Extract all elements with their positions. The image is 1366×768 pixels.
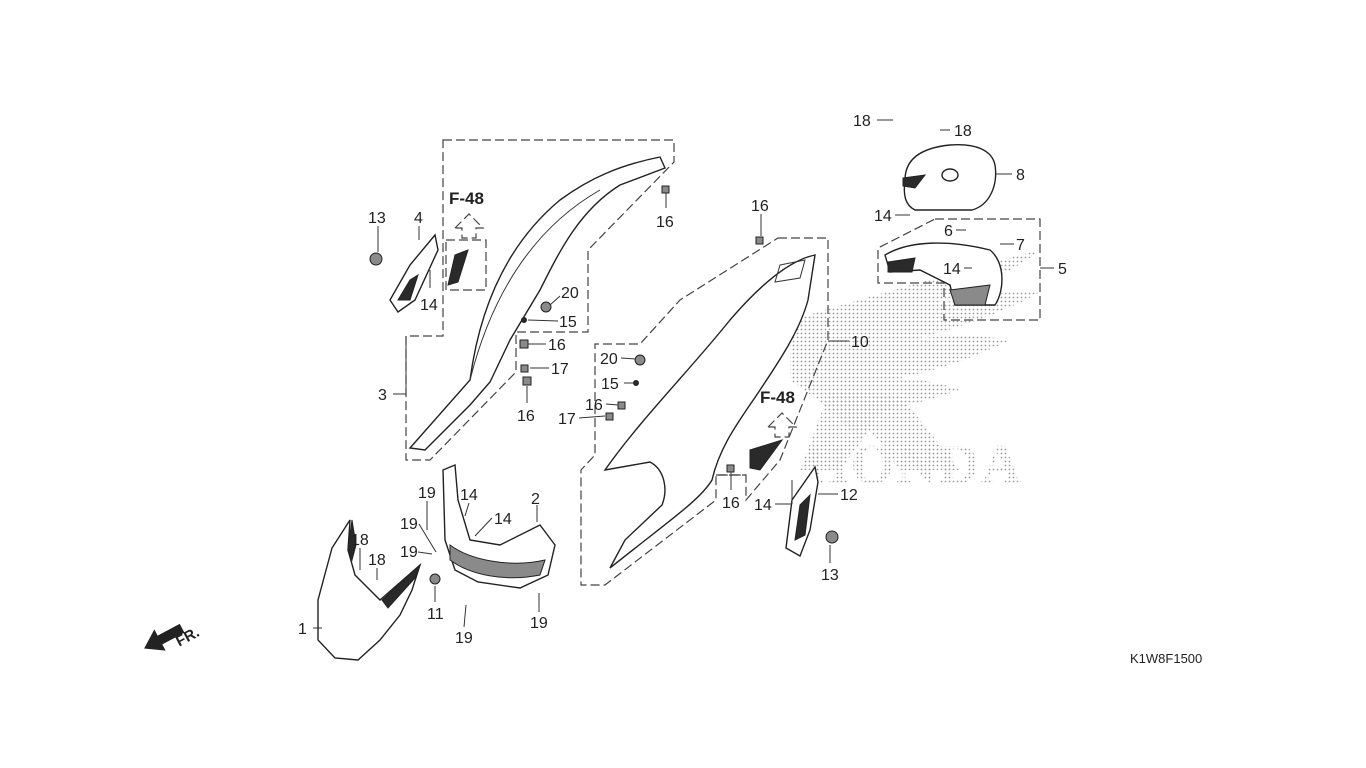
callout-19: 19 bbox=[400, 516, 418, 533]
callout-16: 16 bbox=[751, 198, 769, 215]
bolt-13-left bbox=[369, 252, 383, 266]
assembly-box-5 bbox=[877, 218, 1041, 321]
nut-16-e bbox=[617, 401, 626, 410]
callout-19: 19 bbox=[400, 544, 418, 561]
callout-2: 2 bbox=[531, 491, 540, 508]
callout-14: 14 bbox=[494, 511, 512, 528]
callout-6: 6 bbox=[944, 223, 953, 240]
callout-17: 17 bbox=[558, 411, 576, 428]
assembly-box-10 bbox=[580, 237, 829, 586]
part-3-left-side-cover bbox=[408, 156, 666, 451]
leader-lines bbox=[313, 119, 1054, 629]
clip-20-left bbox=[540, 301, 552, 313]
callout-5: 5 bbox=[1058, 261, 1067, 278]
callout-16: 16 bbox=[722, 495, 740, 512]
screw-15-a bbox=[521, 317, 527, 323]
washer-11 bbox=[429, 573, 441, 585]
callout-20: 20 bbox=[600, 351, 618, 368]
part-12-trim-insert bbox=[794, 493, 811, 541]
ref-tag-right: F-48 bbox=[760, 388, 795, 407]
callout-18: 18 bbox=[351, 532, 369, 549]
callout-20: 20 bbox=[561, 285, 579, 302]
callout-15: 15 bbox=[601, 376, 619, 393]
diagram-reference-code: K1W8F1500 bbox=[1130, 651, 1202, 666]
callout-19: 19 bbox=[530, 615, 548, 632]
callout-13: 13 bbox=[821, 567, 839, 584]
nut-16-a bbox=[519, 339, 529, 349]
part-1-front-lower-cover bbox=[317, 519, 422, 661]
honda-watermark-text: HONDA bbox=[805, 434, 1023, 496]
part-2-front-inner-cover bbox=[442, 463, 556, 589]
callout-14: 14 bbox=[460, 487, 478, 504]
callout-19: 19 bbox=[418, 485, 436, 502]
callout-18: 18 bbox=[368, 552, 386, 569]
callout-17: 17 bbox=[551, 361, 569, 378]
callout-18: 18 bbox=[954, 123, 972, 140]
nut-16-c bbox=[661, 185, 670, 194]
callout-7: 7 bbox=[1016, 237, 1025, 254]
callout-14: 14 bbox=[943, 261, 961, 278]
callout-16: 16 bbox=[548, 337, 566, 354]
callout-13: 13 bbox=[368, 210, 386, 227]
nut-16-f bbox=[726, 464, 735, 473]
callout-8: 8 bbox=[1016, 167, 1025, 184]
nut-16-d bbox=[755, 236, 764, 245]
callout-labels: 13 4 14 3 16 20 15 16 17 16 16 20 15 16 … bbox=[298, 113, 1067, 647]
ref-arrow-right bbox=[766, 412, 798, 438]
callout-16: 16 bbox=[517, 408, 535, 425]
callout-19: 19 bbox=[455, 630, 473, 647]
part-10-right-side-cover bbox=[603, 254, 816, 569]
callout-4: 4 bbox=[414, 210, 423, 227]
part-4-trim-insert bbox=[397, 273, 419, 301]
clip-17-a bbox=[520, 364, 529, 373]
callout-16: 16 bbox=[585, 397, 603, 414]
part-8-cover bbox=[902, 143, 997, 211]
assembly-box-3 bbox=[405, 139, 675, 461]
callout-12: 12 bbox=[840, 487, 858, 504]
callout-16: 16 bbox=[656, 214, 674, 231]
callout-11: 11 bbox=[427, 606, 444, 623]
callout-3: 3 bbox=[378, 387, 387, 404]
bolt-13-right bbox=[825, 530, 839, 544]
callout-14: 14 bbox=[874, 208, 892, 225]
fasteners bbox=[369, 185, 839, 585]
callout-15: 15 bbox=[559, 314, 577, 331]
clip-17-b bbox=[605, 412, 614, 421]
front-direction-arrow bbox=[144, 623, 185, 651]
callout-18: 18 bbox=[853, 113, 871, 130]
part-5-inner-panel bbox=[884, 242, 1003, 306]
screw-15-b bbox=[633, 380, 639, 386]
assembly-boxes bbox=[405, 139, 1041, 586]
ref-arrow-left bbox=[445, 213, 487, 291]
callout-10: 10 bbox=[851, 334, 869, 351]
ref-tag-left: F-48 bbox=[449, 189, 484, 208]
callout-1: 1 bbox=[298, 621, 307, 638]
clip-20-right bbox=[634, 354, 646, 366]
nut-16-b bbox=[522, 376, 532, 386]
callout-14: 14 bbox=[420, 297, 438, 314]
callout-14: 14 bbox=[754, 497, 772, 514]
